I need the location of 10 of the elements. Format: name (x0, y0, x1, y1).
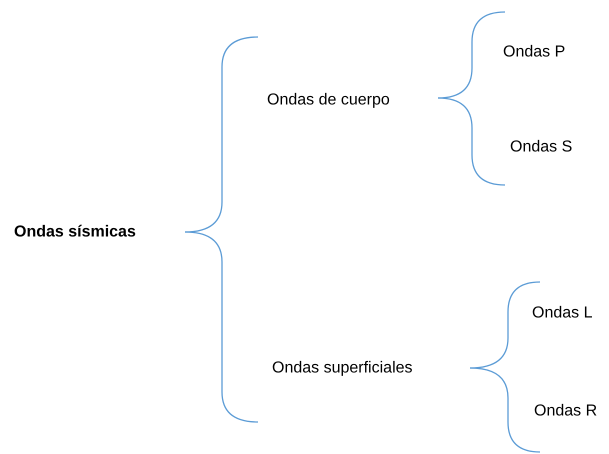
category-label: Ondas superficiales (272, 358, 413, 378)
brace-connector (438, 97, 506, 186)
category-label: Ondas de cuerpo (267, 90, 390, 110)
root-label: Ondas sísmicas (14, 222, 136, 242)
category-label: Ondas S (510, 137, 572, 157)
brace-connector (470, 367, 540, 453)
category-label: Ondas L (532, 303, 592, 323)
brace-connector (184, 231, 258, 423)
category-label: Ondas R (534, 401, 598, 421)
category-label: Ondas P (503, 42, 566, 62)
